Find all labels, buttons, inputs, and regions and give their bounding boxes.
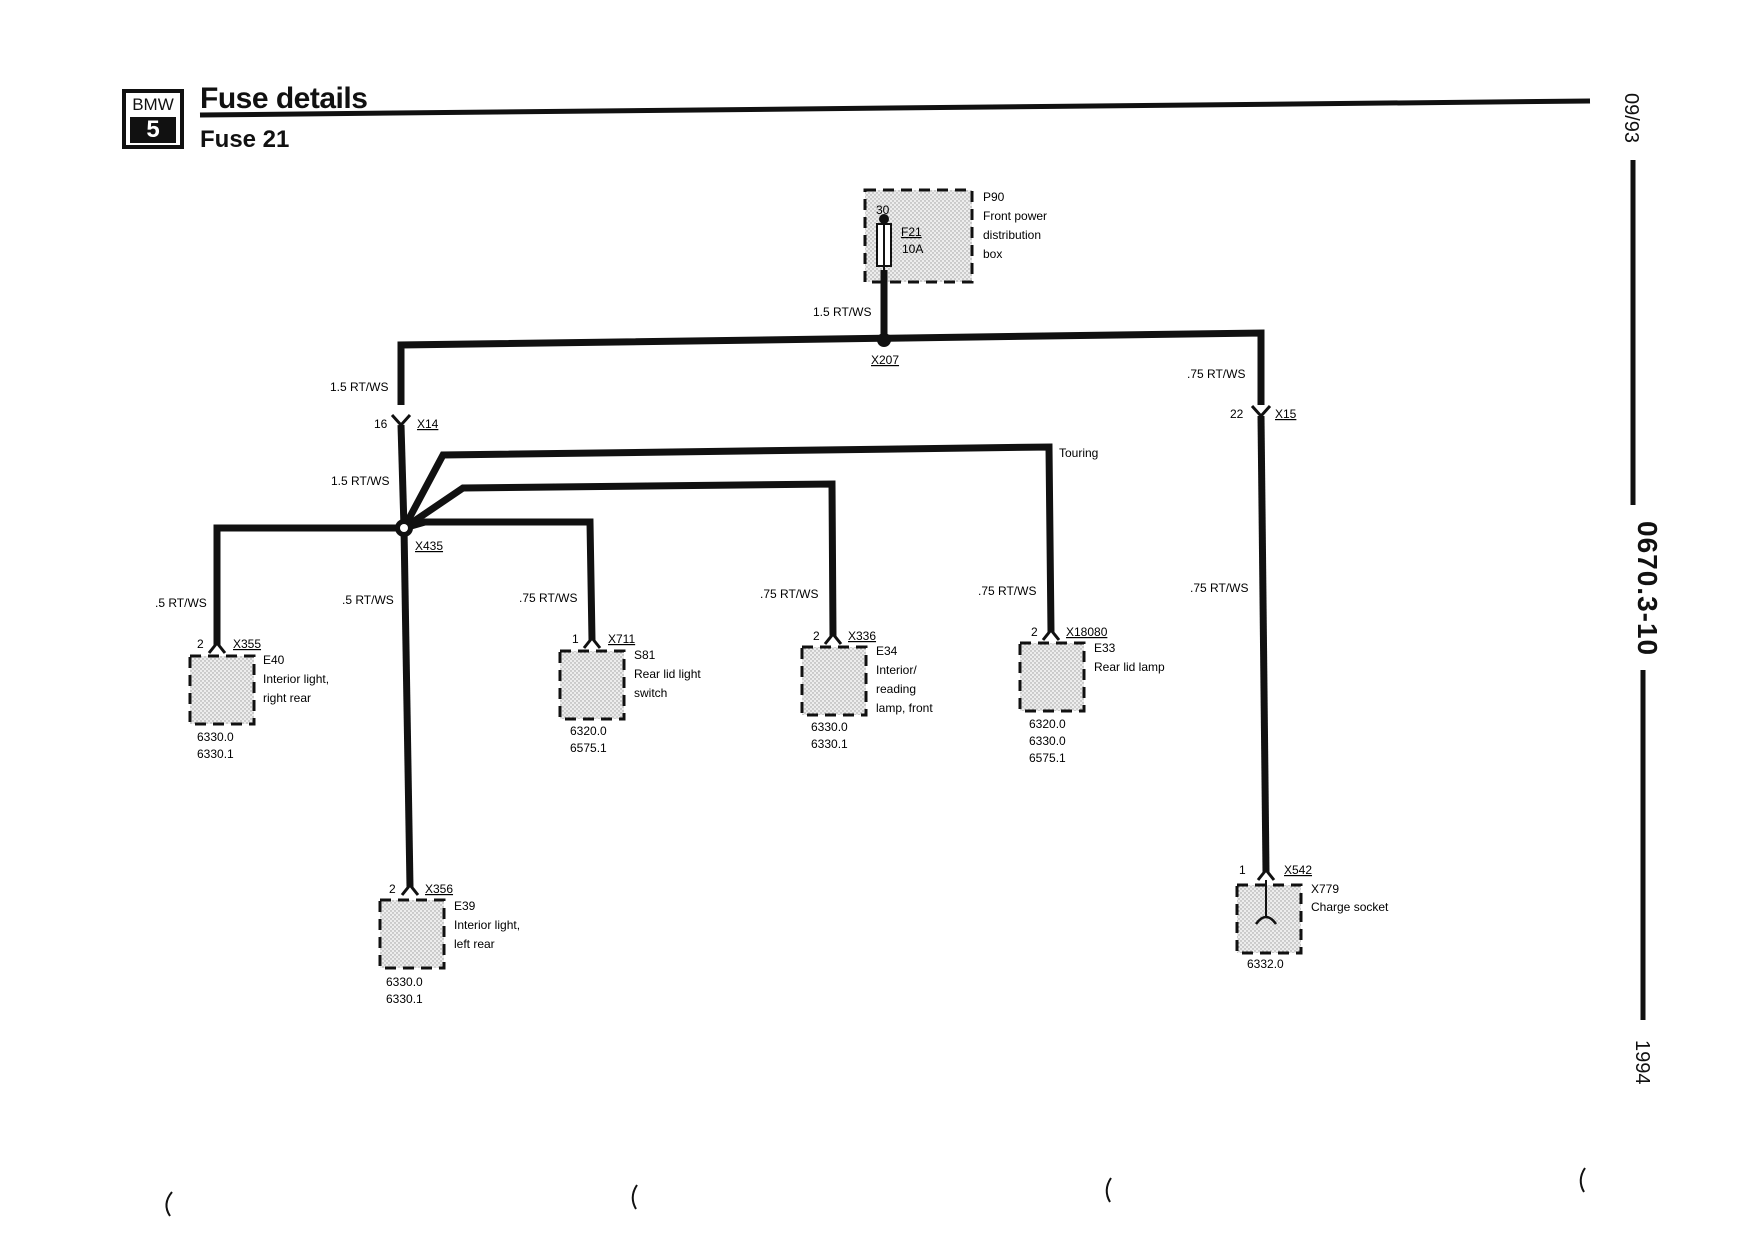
e34-pin-label: 2	[813, 629, 820, 643]
logo-number: 5	[130, 117, 176, 143]
e39-ref-2: 6330.1	[386, 992, 423, 1006]
e33-box	[1018, 641, 1086, 713]
branch-e40-wire	[213, 524, 404, 645]
x14-x435-wire	[397, 424, 408, 529]
s81-ref-2: 6575.1	[570, 741, 607, 755]
x15-connector-symbol	[1250, 404, 1272, 419]
e33-ref-3: 6575.1	[1029, 751, 1066, 765]
s81-id-label: S81	[634, 648, 656, 662]
e39-box	[378, 898, 446, 970]
e39-name-line-2: left rear	[454, 937, 495, 951]
left-upper-wire-label: 1.5 RT/WS	[330, 380, 388, 394]
e34-name-line-2: reading	[876, 682, 916, 696]
e34-connector-label: X336	[848, 629, 876, 643]
s81-name-line-2: switch	[634, 686, 667, 700]
branch-e34-wire	[402, 480, 837, 637]
x15-label: X15	[1275, 407, 1297, 421]
e39-id-label: E39	[454, 899, 476, 913]
e40-connector-label: X355	[233, 637, 261, 651]
e34-box	[800, 645, 868, 717]
header-rule	[199, 98, 1591, 118]
x14-pin-label: 16	[374, 417, 388, 431]
x15-x542-wire	[1257, 415, 1270, 873]
e33-pin-label: 2	[1031, 625, 1038, 639]
x14-connector-symbol	[390, 413, 412, 428]
e33-ref-1: 6320.0	[1029, 717, 1066, 731]
s81-ref-1: 6320.0	[570, 724, 607, 738]
touring-label: Touring	[1059, 446, 1098, 460]
main-bus-wire	[397, 329, 1265, 405]
e40-ref-1: 6330.0	[197, 730, 234, 744]
e40-box	[188, 654, 256, 726]
binder-mark-2	[631, 1184, 638, 1210]
p90-id-label: P90	[983, 190, 1005, 204]
e33-id-label: E33	[1094, 641, 1116, 655]
e39-connector-label: X356	[425, 882, 453, 896]
right-wire-label: .75 RT/WS	[1187, 367, 1245, 381]
x18080-connector-symbol	[1041, 627, 1061, 641]
x779-pin-label: 1	[1239, 863, 1246, 877]
charge-socket-icon	[1254, 915, 1278, 925]
e34-ref-1: 6330.0	[811, 720, 848, 734]
e40-name-line-1: Interior light,	[263, 672, 329, 686]
e34-ref-2: 6330.1	[811, 737, 848, 751]
x435-label: X435	[415, 539, 443, 553]
e34-wire-label: .75 RT/WS	[760, 587, 818, 601]
page-title: Fuse details	[200, 82, 368, 115]
x15-pin-label: 22	[1230, 407, 1244, 421]
x355-connector-symbol	[207, 640, 227, 654]
page-subtitle: Fuse 21	[200, 126, 290, 153]
fuse-terminal-label: 30	[876, 203, 890, 217]
e34-name-line-3: lamp, front	[876, 701, 933, 715]
branch-e39-wire	[400, 527, 414, 888]
s81-connector-label: X711	[608, 632, 635, 646]
logo-text: BMW	[132, 95, 174, 114]
e40-id-label: E40	[263, 653, 285, 667]
e39-name-line-1: Interior light,	[454, 918, 520, 932]
s81-wire-label: .75 RT/WS	[519, 591, 577, 605]
x356-connector-symbol	[400, 882, 420, 896]
x14-label: X14	[417, 417, 439, 431]
e39-ref-1: 6330.0	[386, 975, 423, 989]
x779-ref-1: 6332.0	[1247, 957, 1284, 971]
binder-mark-3	[1105, 1177, 1112, 1203]
binder-mark-4	[1579, 1167, 1586, 1193]
left-lower-wire-label: 1.5 RT/WS	[331, 474, 389, 488]
x207-splice-dot	[877, 333, 891, 347]
main-wire-label: 1.5 RT/WS	[813, 305, 871, 319]
x542-connector-symbol	[1256, 867, 1276, 881]
s81-pin-label: 1	[572, 632, 579, 646]
x336-connector-symbol	[823, 631, 843, 645]
binder-mark-1	[165, 1191, 173, 1217]
right-lower-wire-label: .75 RT/WS	[1190, 581, 1248, 595]
p90-name-line-3: box	[983, 247, 1002, 261]
e39-wire-label: .5 RT/WS	[342, 593, 394, 607]
p90-name-line-1: Front power	[983, 209, 1047, 223]
e33-connector-label: X18080	[1066, 625, 1108, 639]
x779-name-line-1: Charge socket	[1311, 900, 1389, 914]
x207-label: X207	[871, 353, 899, 367]
e40-pin-label: 2	[197, 637, 204, 651]
e33-name-line-1: Rear lid lamp	[1094, 660, 1165, 674]
e34-id-label: E34	[876, 644, 898, 658]
e33-ref-2: 6330.0	[1029, 734, 1066, 748]
e40-ref-2: 6330.1	[197, 747, 234, 761]
branch-e33-wire	[400, 443, 1055, 633]
p90-name-line-2: distribution	[983, 228, 1041, 242]
x779-id-label: X779	[1311, 882, 1339, 896]
fuse-terminal-dot	[879, 214, 889, 224]
x711-connector-symbol	[582, 635, 602, 649]
x779-connector-label: X542	[1284, 863, 1312, 877]
e40-name-line-2: right rear	[263, 691, 311, 705]
fuse-id-label: F21	[901, 225, 922, 239]
bmw-5-logo: BMW 5	[122, 89, 184, 149]
s81-box	[558, 649, 626, 721]
e39-pin-label: 2	[389, 882, 396, 896]
e34-name-line-1: Interior/	[876, 663, 917, 677]
s81-name-line-1: Rear lid light	[634, 667, 701, 681]
e33-wire-label: .75 RT/WS	[978, 584, 1036, 598]
e40-wire-label: .5 RT/WS	[155, 596, 207, 610]
fuse-rating-label: 10A	[902, 242, 923, 256]
